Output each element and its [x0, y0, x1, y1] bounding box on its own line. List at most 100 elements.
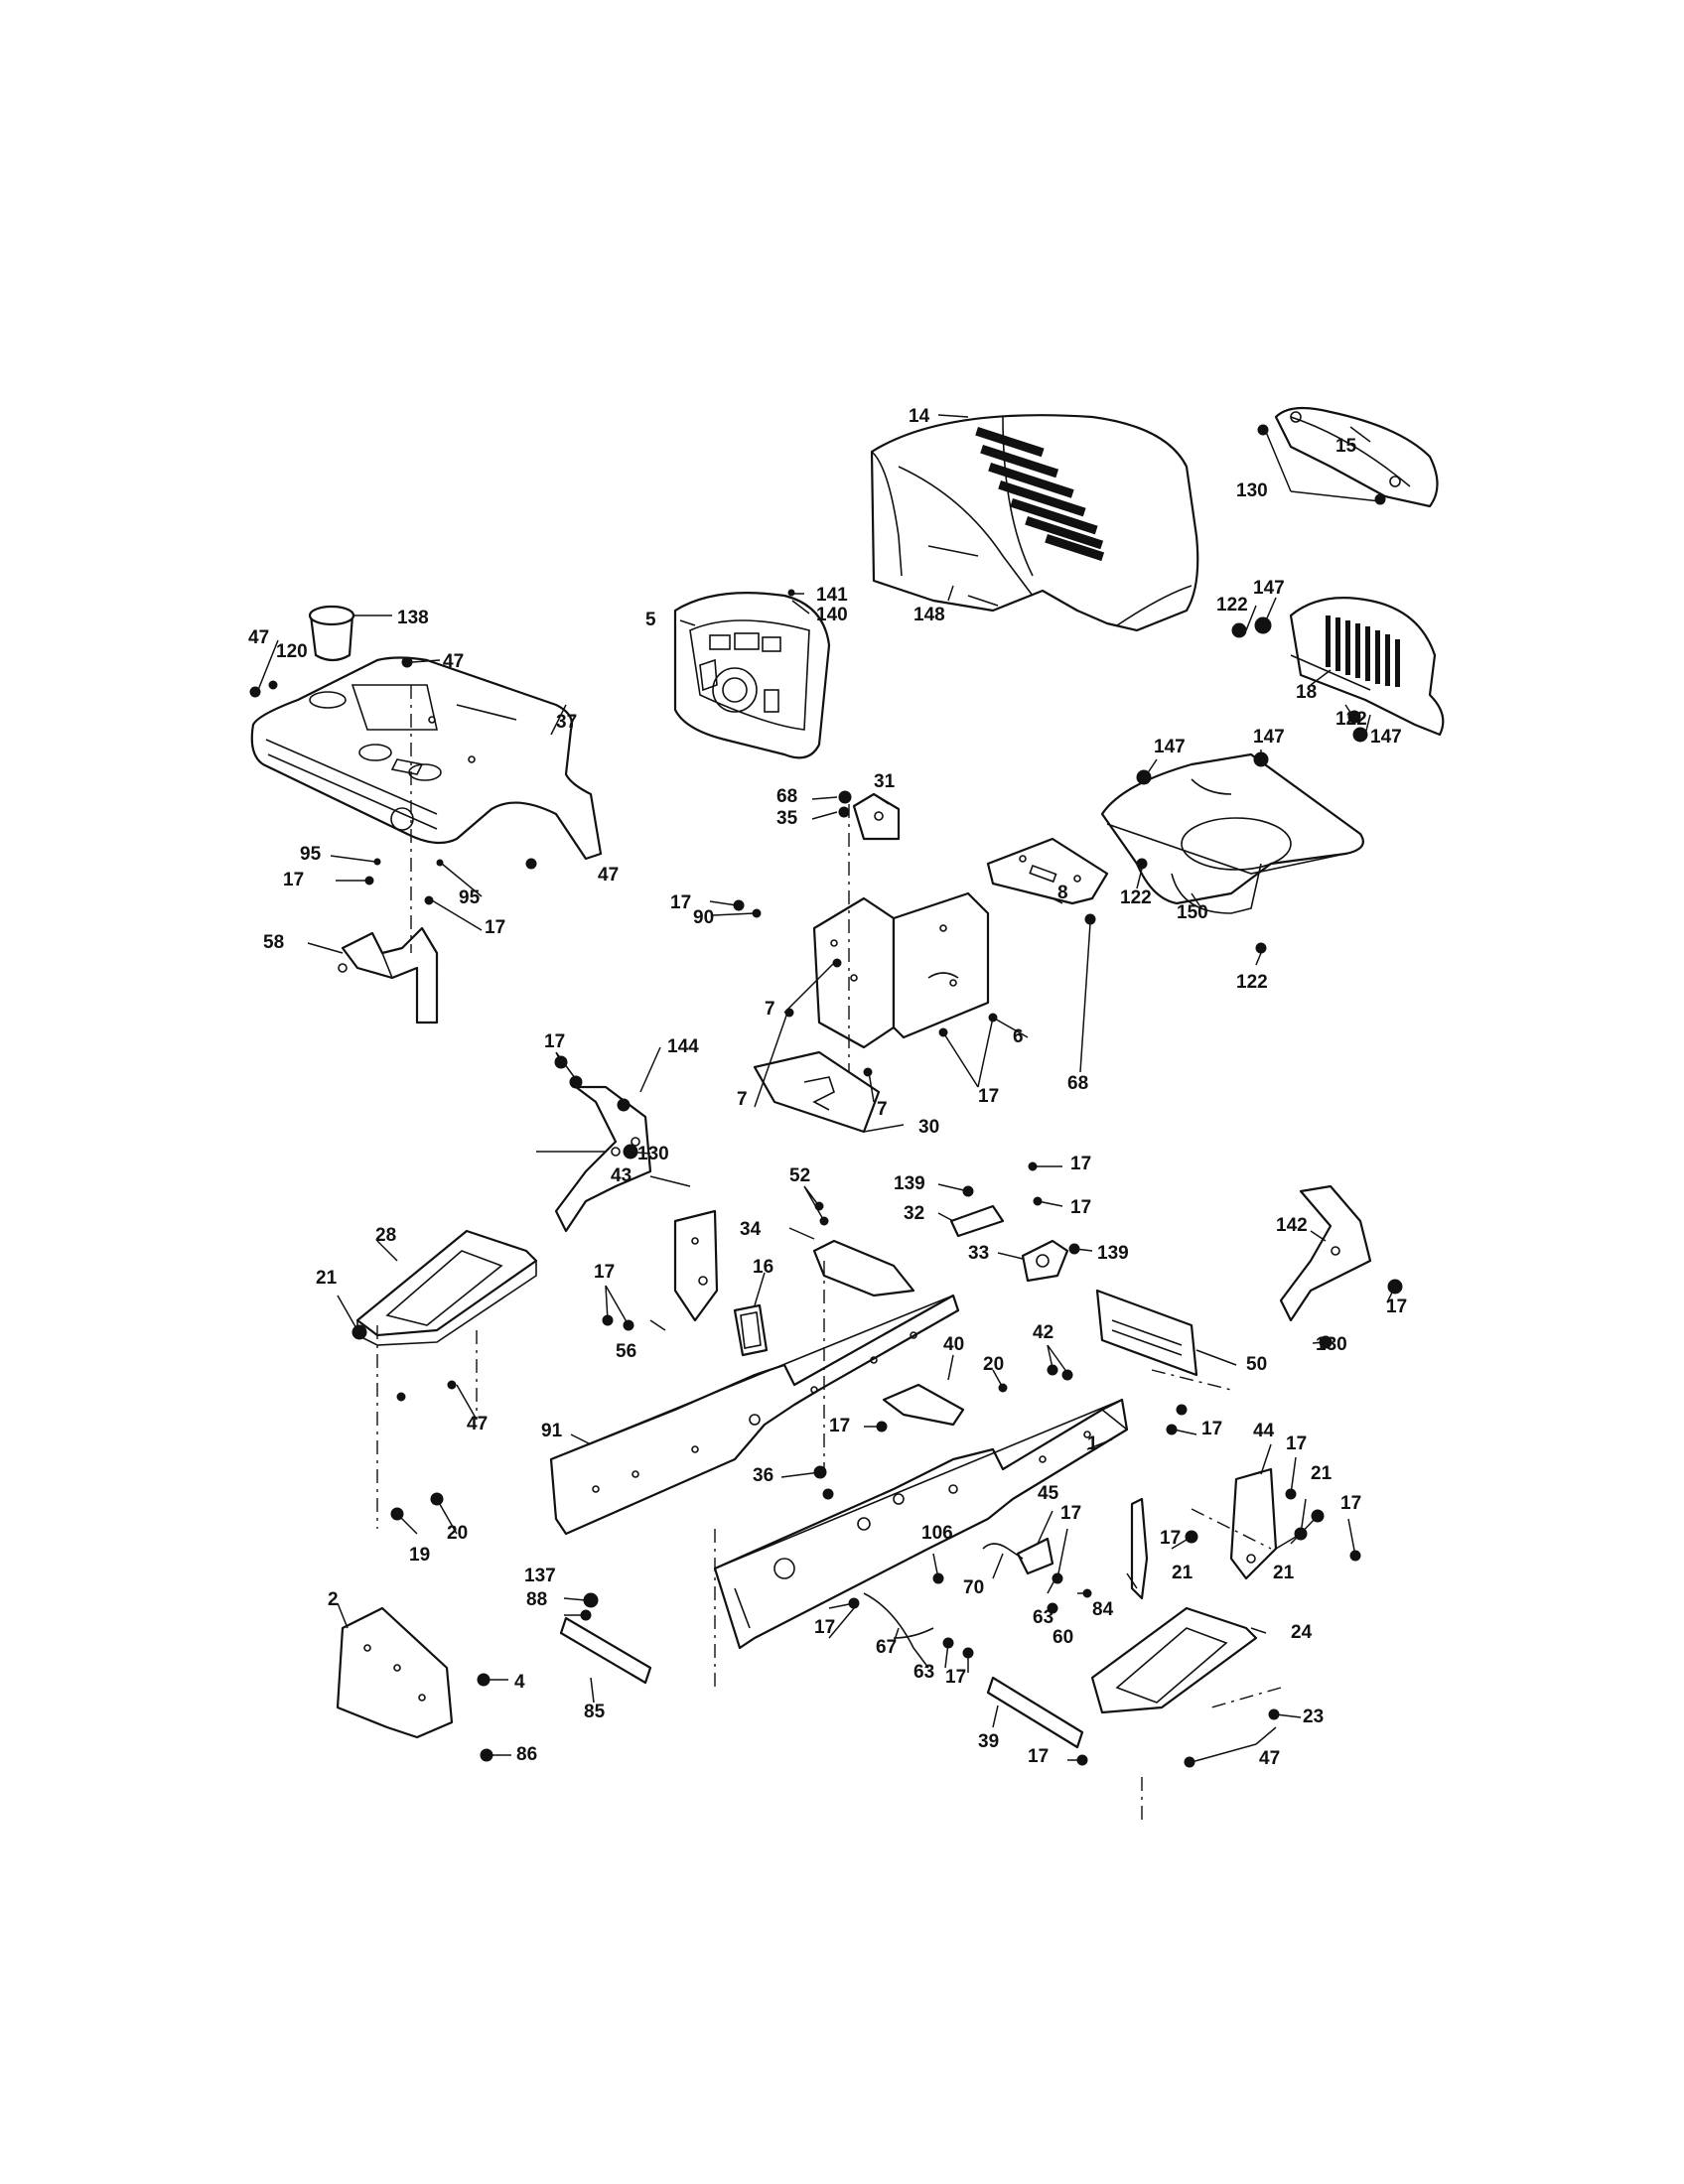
- bracket-142: [1279, 1184, 1372, 1322]
- callout-147: 147: [1253, 727, 1285, 748]
- rear-grille-slots: [1326, 615, 1400, 687]
- frame-rail-left: [549, 1294, 960, 1536]
- callout-34: 34: [740, 1219, 762, 1240]
- leader-lines: [257, 414, 1396, 1763]
- callout-16: 16: [753, 1257, 773, 1278]
- callout-147: 147: [1154, 737, 1186, 757]
- callout-130: 130: [1236, 480, 1268, 501]
- callout-148: 148: [913, 605, 945, 625]
- callout-91: 91: [541, 1421, 563, 1441]
- callout-17: 17: [829, 1416, 850, 1436]
- callout-106: 106: [921, 1523, 953, 1544]
- callout-95: 95: [300, 844, 322, 865]
- callout-56: 56: [616, 1341, 636, 1362]
- bracket-45: [1016, 1537, 1054, 1575]
- callout-85: 85: [584, 1702, 606, 1722]
- callout-142: 142: [1276, 1215, 1308, 1236]
- callout-17: 17: [1060, 1503, 1081, 1524]
- callout-47: 47: [598, 865, 619, 886]
- callout-47: 47: [467, 1414, 488, 1434]
- callout-67: 67: [876, 1637, 897, 1658]
- callout-68: 68: [1067, 1073, 1088, 1094]
- frame-rail-right: [713, 1398, 1129, 1650]
- plate-16: [733, 1303, 769, 1357]
- bracket-34: [812, 1239, 915, 1297]
- callout-35: 35: [776, 808, 798, 829]
- dash-mounting-plate: [986, 837, 1109, 905]
- callout-122: 122: [1216, 595, 1248, 615]
- fender-deck: [250, 656, 603, 861]
- callout-68: 68: [776, 786, 797, 807]
- callout-63: 63: [1033, 1607, 1053, 1628]
- callout-139: 139: [894, 1173, 925, 1194]
- callout-47: 47: [248, 627, 269, 648]
- cup-holder: [308, 605, 355, 662]
- callout-63: 63: [913, 1662, 934, 1683]
- callout-36: 36: [753, 1465, 773, 1486]
- callout-6: 6: [1013, 1026, 1024, 1047]
- callout-7: 7: [877, 1099, 888, 1120]
- callout-39: 39: [978, 1731, 999, 1752]
- callout-24: 24: [1291, 1622, 1313, 1643]
- callout-139: 139: [1097, 1243, 1129, 1264]
- callout-17: 17: [1028, 1746, 1049, 1767]
- callout-14: 14: [909, 406, 930, 427]
- callout-17: 17: [283, 870, 304, 890]
- callout-140: 140: [816, 605, 848, 625]
- callout-7: 7: [737, 1089, 748, 1110]
- hood-vent-grille: [975, 427, 1105, 562]
- callout-20: 20: [983, 1354, 1004, 1375]
- callout-47: 47: [443, 651, 464, 672]
- bracket-39: [986, 1676, 1084, 1749]
- callout-122: 122: [1236, 972, 1268, 993]
- callout-60: 60: [1052, 1627, 1073, 1648]
- callout-90: 90: [693, 907, 714, 928]
- callout-18: 18: [1296, 682, 1317, 703]
- callout-17: 17: [1201, 1419, 1222, 1439]
- callout-141: 141: [816, 585, 848, 606]
- callout-147: 147: [1253, 578, 1285, 599]
- callout-4: 4: [514, 1672, 525, 1693]
- callout-84: 84: [1092, 1599, 1114, 1620]
- lever-84: [1130, 1497, 1149, 1600]
- callout-17: 17: [1340, 1493, 1361, 1514]
- rod-70: [982, 1543, 1024, 1560]
- steering-support-base: [753, 1050, 881, 1134]
- callout-95: 95: [459, 887, 481, 908]
- hood: [870, 414, 1199, 632]
- callout-19: 19: [409, 1545, 430, 1566]
- bracket-44: [1229, 1467, 1278, 1580]
- callout-2: 2: [328, 1589, 339, 1610]
- callout-21: 21: [1273, 1563, 1295, 1583]
- callout-17: 17: [1070, 1154, 1091, 1174]
- callout-52: 52: [789, 1165, 810, 1186]
- callout-32: 32: [904, 1203, 924, 1224]
- callout-15: 15: [1335, 436, 1357, 457]
- callout-21: 21: [316, 1268, 338, 1289]
- callout-23: 23: [1303, 1706, 1324, 1727]
- callout-37: 37: [556, 712, 577, 733]
- callout-122: 122: [1335, 709, 1367, 730]
- callout-31: 31: [874, 771, 896, 792]
- bracket-40: [882, 1383, 965, 1427]
- callout-70: 70: [963, 1577, 984, 1598]
- callout-122: 122: [1120, 887, 1152, 908]
- callout-17: 17: [544, 1031, 565, 1052]
- callout-17: 17: [945, 1667, 966, 1688]
- callout-147: 147: [1370, 727, 1402, 748]
- callout-58: 58: [263, 932, 284, 953]
- callout-7: 7: [765, 999, 775, 1020]
- assembly-lines: [376, 685, 1282, 1822]
- bracket-43: [673, 1209, 719, 1322]
- callout-20: 20: [447, 1523, 468, 1544]
- callout-86: 86: [516, 1744, 537, 1765]
- callout-17: 17: [978, 1086, 999, 1107]
- callout-17: 17: [670, 892, 691, 913]
- bracket-32: [949, 1204, 1005, 1238]
- callout-42: 42: [1033, 1322, 1053, 1343]
- callout-130: 130: [1316, 1334, 1347, 1355]
- dash-panel: [673, 592, 831, 759]
- rear-grille: [1289, 597, 1445, 737]
